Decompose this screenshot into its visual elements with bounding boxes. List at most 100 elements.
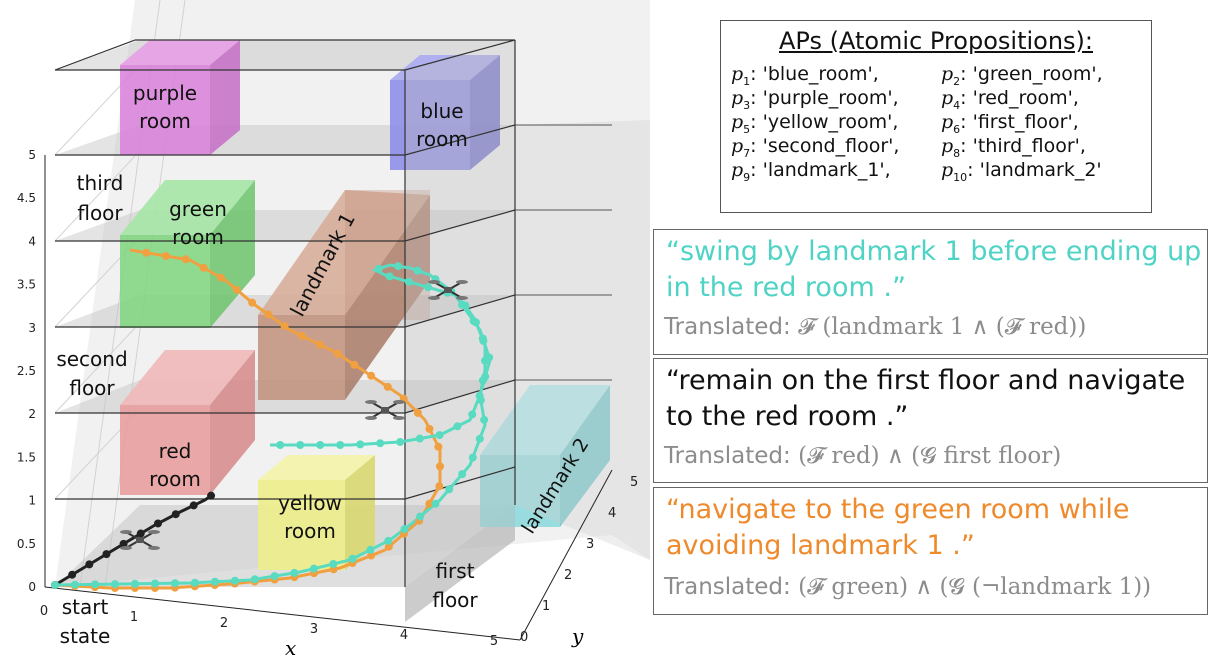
trajectory-point <box>264 310 273 319</box>
command-text: “remain on the first floor and navigate … <box>666 365 1186 432</box>
ap-symbol: p <box>941 159 954 181</box>
trajectory-point <box>384 542 393 551</box>
ltl-formula: (𝓕 green) ∧ (𝓖 (¬landmark 1)) <box>798 574 1152 600</box>
red-room-box <box>120 350 255 495</box>
ap-item: p10: 'landmark_2' <box>941 159 1102 184</box>
ap-index: 3 <box>743 98 751 112</box>
x-tick-label: 1 <box>130 610 138 625</box>
aps-title: APs (Atomic Propositions): <box>778 27 1093 55</box>
trajectory-point <box>367 371 376 380</box>
trajectory-point <box>485 353 494 362</box>
trajectory-point <box>210 577 219 586</box>
trajectory-point <box>385 272 394 281</box>
z-tick-label: 3 <box>28 321 36 335</box>
trajectory-point <box>374 264 383 273</box>
drone-icon <box>120 530 160 550</box>
trajectory-point <box>290 568 299 577</box>
trajectory-point <box>424 283 433 292</box>
z-tick-label: 1.5 <box>17 450 36 464</box>
trajectory-point <box>376 439 385 448</box>
trajectory-point <box>207 491 216 500</box>
command-text: “navigate to the green room while avoidi… <box>666 494 1130 561</box>
trajectory-point <box>142 248 151 257</box>
ltl-formula: (𝓕 red) ∧ (𝓖 first floor) <box>798 443 1062 469</box>
trajectory-point <box>383 382 392 391</box>
ap-item: p1: 'blue_room', <box>731 63 879 88</box>
trajectory-point <box>70 580 79 589</box>
ap-index: 6 <box>953 122 961 136</box>
y-tick-label: 2 <box>564 568 572 583</box>
ap-value: : 'first_floor', <box>960 111 1079 133</box>
landmark-1-box <box>258 190 430 400</box>
ap-item: p4: 'red_room', <box>941 87 1079 112</box>
axes <box>44 155 613 641</box>
trajectory-point <box>189 501 198 510</box>
trajectory-point <box>468 453 477 462</box>
trajectory-point <box>280 322 289 331</box>
translated-label: Translated: <box>664 574 791 600</box>
ap-symbol: p <box>731 159 744 181</box>
ltl-formula: 𝓕 (landmark 1 ∧ (𝓕 red)) <box>798 314 1087 340</box>
trajectory-point <box>367 551 376 560</box>
ap-value: : 'green_room', <box>960 63 1103 85</box>
trajectory-point <box>434 442 443 451</box>
trajectory-point <box>436 462 444 471</box>
ap-value: : 'purple_room', <box>750 87 899 109</box>
landmark-2-box <box>480 385 610 527</box>
yellow-room-label-1: yellow <box>278 491 342 515</box>
ap-item: p6: 'first_floor', <box>941 111 1079 136</box>
red-room-label-2: room <box>149 467 201 491</box>
first-floor-label-2: floor <box>432 588 478 612</box>
ap-symbol: p <box>731 135 744 157</box>
translation-box-3: “navigate to the green room while avoidi… <box>653 487 1208 615</box>
trajectory-point <box>396 437 405 446</box>
trajectory-point <box>329 560 338 569</box>
ap-symbol: p <box>941 87 954 109</box>
drone-icon <box>428 280 468 300</box>
trajectory-point <box>431 499 440 508</box>
red-room-label-1: red <box>159 439 192 463</box>
ap-index: 7 <box>743 146 751 160</box>
ap-index: 5 <box>743 122 751 136</box>
x-tick-label: 5 <box>490 634 498 649</box>
trajectory-point <box>171 510 180 519</box>
ap-item: p7: 'second_floor', <box>731 135 899 160</box>
y-axis-label: y <box>571 624 584 648</box>
ap-value: : 'yellow_room', <box>750 111 899 133</box>
y-tick-label: 0 <box>520 630 528 645</box>
trajectory-point <box>333 349 342 358</box>
third-floor-label-2: floor <box>77 201 123 225</box>
ap-value: : 'red_room', <box>960 87 1079 109</box>
ap-symbol: p <box>941 135 954 157</box>
trajectory-point <box>85 560 94 569</box>
trajectory-point <box>150 579 159 588</box>
trajectory-point <box>181 255 190 264</box>
trajectory-point <box>136 529 145 538</box>
trajectory-point <box>425 424 434 433</box>
first-floor-label-1: first <box>435 559 474 583</box>
purple-room-label-1: purple <box>133 81 197 105</box>
trajectory-point <box>416 512 425 521</box>
x-tick-label: 3 <box>310 622 318 637</box>
trajectory-point <box>435 482 444 491</box>
trajectory-point <box>68 570 77 579</box>
blue-room-label-1: blue <box>420 99 463 123</box>
trajectory-point <box>297 331 306 340</box>
ap-symbol: p <box>731 63 744 85</box>
ap-value: : 'blue_room', <box>750 63 879 85</box>
trajectory-point <box>415 434 424 443</box>
trajectory-point <box>276 441 285 449</box>
trajectory-point <box>469 317 478 326</box>
ap-index: 2 <box>953 74 961 88</box>
ap-value: : 'landmark_2' <box>967 159 1102 181</box>
trajectory-point <box>348 554 357 563</box>
ap-symbol: p <box>731 87 744 109</box>
ap-index: 9 <box>743 170 751 184</box>
trajectory-point <box>413 408 422 417</box>
trajectory-point <box>309 564 318 573</box>
trajectory-point <box>356 440 365 449</box>
trajectory-point <box>435 431 444 440</box>
z-tick-label: 3.5 <box>17 278 36 292</box>
x-tick-label: 2 <box>220 616 228 631</box>
